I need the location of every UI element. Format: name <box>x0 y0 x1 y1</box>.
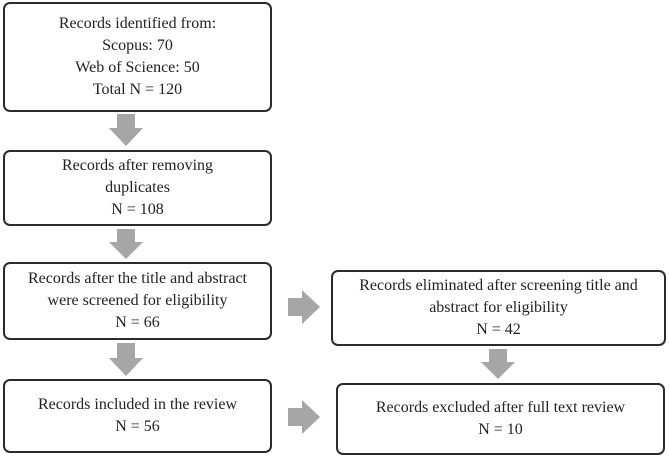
dedup-count: N = 108 <box>111 201 164 218</box>
included-label: Records included in the review <box>37 396 238 413</box>
included-count: N = 56 <box>115 418 160 435</box>
down-arrow-icon <box>109 343 143 376</box>
excluded-count: N = 10 <box>478 421 523 438</box>
screened-count: N = 66 <box>115 314 160 331</box>
records-excluded-box: Records excluded after full text review … <box>336 383 665 455</box>
total-count: Total N = 120 <box>92 81 183 98</box>
right-arrow-icon <box>288 400 320 434</box>
records-after-dedup-box: Records after removing duplicates N = 10… <box>3 150 272 226</box>
records-identified-heading: Records identified from: <box>58 15 217 32</box>
down-arrow-icon <box>109 229 143 259</box>
eliminated-count: N = 42 <box>476 321 521 338</box>
web-of-science-count: Web of Science: 50 <box>75 59 200 76</box>
dedup-label-line-2: duplicates <box>105 179 170 196</box>
scopus-count: Scopus: 70 <box>102 37 173 54</box>
down-arrow-icon <box>109 114 143 146</box>
dedup-label-line-1: Records after removing <box>61 157 214 174</box>
records-screened-box: Records after the title and abstract wer… <box>3 262 272 340</box>
eliminated-label-line-1: Records eliminated after screening title… <box>359 277 638 294</box>
screened-label-line-2: were screened for eligibility <box>47 292 228 309</box>
records-identified-box: Records identified from: Scopus: 70 Web … <box>3 2 272 112</box>
eliminated-label-line-2: abstract for eligibility <box>429 299 568 316</box>
screened-label-line-1: Records after the title and abstract <box>27 270 247 287</box>
records-included-box: Records included in the review N = 56 <box>3 379 272 453</box>
records-eliminated-box: Records eliminated after screening title… <box>331 270 666 346</box>
right-arrow-icon <box>288 290 320 324</box>
excluded-label: Records excluded after full text review <box>375 399 626 416</box>
down-arrow-icon <box>481 349 515 379</box>
